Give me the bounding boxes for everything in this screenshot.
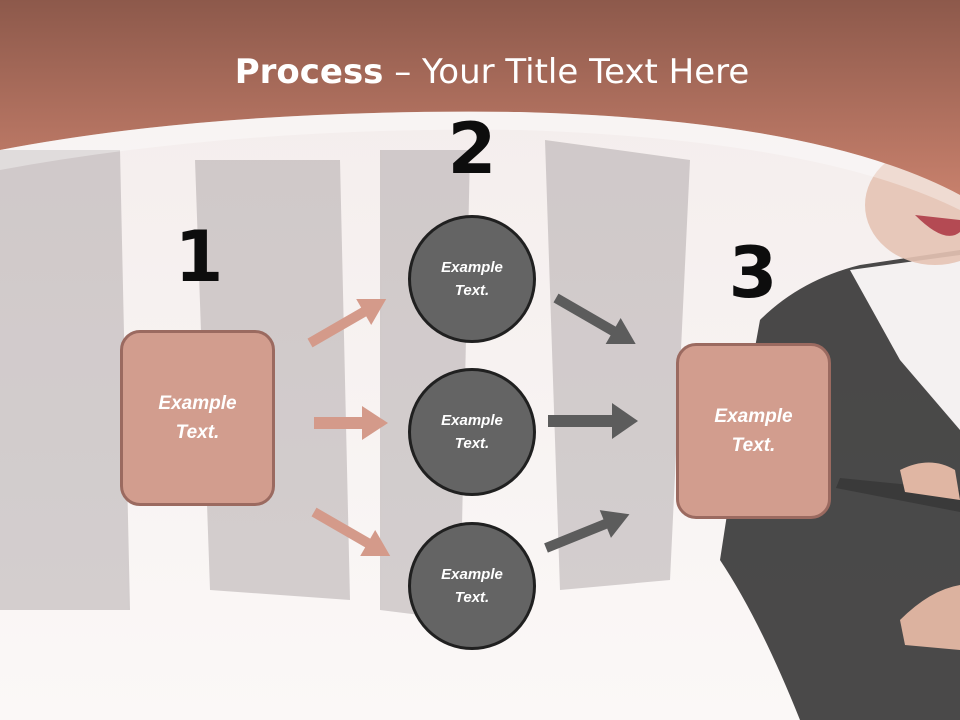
step-number-1: 1 [174, 216, 224, 298]
node-circle-top: Example Text. [408, 215, 536, 343]
step-box-1: Example Text. [120, 330, 275, 506]
arrow-from-top-node [553, 293, 636, 344]
arrow-from-middle-node [548, 403, 638, 439]
arrow-to-top-node [307, 299, 387, 348]
arrow-from-bottom-node [544, 510, 630, 553]
title-bold: Process [234, 52, 384, 92]
node-circle-middle-text: Example Text. [441, 412, 503, 452]
right-arrows [544, 293, 638, 553]
node-circle-bottom: Example Text. [408, 522, 536, 650]
step-box-1-text: Example Text. [158, 393, 237, 443]
title-rest: – Your Title Text Here [383, 52, 750, 92]
people-silhouettes [0, 140, 690, 620]
step-number-2: 2 [447, 108, 497, 190]
arrow-to-bottom-node [311, 507, 391, 556]
left-arrows [307, 299, 391, 556]
step-number-3: 3 [728, 232, 778, 314]
page-title: Process – Your Title Text Here [0, 52, 960, 92]
step-box-3-text: Example Text. [714, 406, 793, 456]
step-box-3: Example Text. [676, 343, 831, 519]
arrow-to-middle-node [314, 406, 388, 440]
node-circle-bottom-text: Example Text. [441, 566, 503, 606]
node-circle-top-text: Example Text. [441, 259, 503, 299]
node-circle-middle: Example Text. [408, 368, 536, 496]
